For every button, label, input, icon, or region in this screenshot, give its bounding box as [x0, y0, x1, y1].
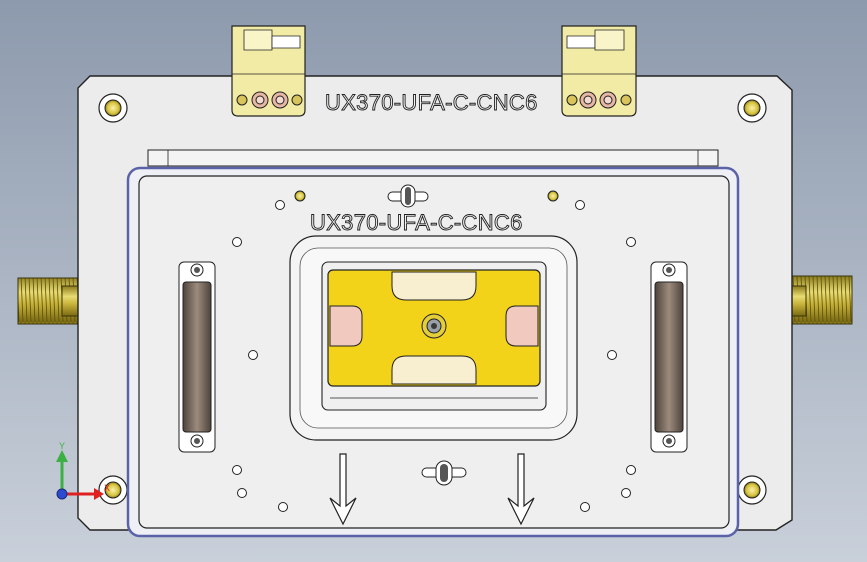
right-connector [785, 275, 853, 325]
slot-fastener-top [387, 184, 429, 208]
axis-triad: Y X [56, 441, 110, 500]
plate-holes [232, 200, 636, 512]
direction-arrows [329, 453, 535, 526]
nest-plate[interactable] [327, 269, 541, 387]
side-handle-right[interactable] [650, 261, 688, 453]
top-rail [147, 149, 719, 167]
slot-fastener-bottom [421, 460, 467, 486]
hinge-clip-left[interactable] [231, 25, 306, 117]
part-label-plate: UX370-UFA-C-CNC6 [310, 210, 523, 235]
dowel-pin-left [294, 190, 306, 202]
axis-y-label: Y [59, 441, 65, 451]
arrow-down-left-icon [329, 453, 357, 526]
part-label-top: UX370-UFA-C-CNC6 [325, 90, 538, 115]
mount-hole-bottom-left [98, 475, 128, 505]
axis-x-label: X [104, 483, 110, 493]
mount-hole-bottom-right [737, 475, 767, 505]
arrow-down-right-icon [507, 453, 535, 526]
left-connector [17, 277, 83, 325]
hinge-clip-right[interactable] [561, 25, 637, 117]
dowel-pin-right [547, 190, 559, 202]
mount-hole-top-right [737, 93, 767, 123]
mount-hole-top-left [98, 93, 128, 123]
side-handle-left[interactable] [178, 261, 216, 453]
